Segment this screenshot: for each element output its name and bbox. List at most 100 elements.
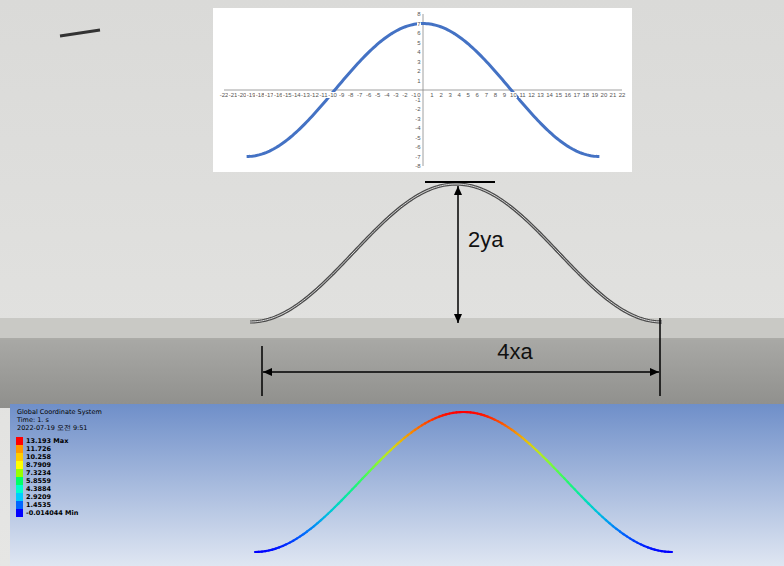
axis-tick-label: 7 [484,92,488,98]
legend-swatch [16,501,23,509]
axis-tick-label: 0 [417,92,421,98]
axis-tick-label: 3 [417,59,421,65]
legend-swatch [16,509,23,517]
legend-swatch [16,477,23,485]
axis-tick-label: 21 [609,92,617,98]
axis-tick-label: -3 [393,92,399,98]
axis-tick-label: -5 [375,92,381,98]
axis-tick-label: 8 [493,92,497,98]
axis-tick-label: 1 [417,78,421,84]
legend-value: 10.258 [26,454,51,461]
axis-tick-label: 13 [537,92,545,98]
legend-row: 10.258 [16,453,78,461]
legend-row: 8.7909 [16,461,78,469]
arrow-head [650,368,659,376]
fea-panel [10,404,784,566]
dimension-line [457,186,459,323]
axis-tick-label: -5 [415,135,421,141]
legend-row: 2.9209 [16,493,78,501]
fea-result [255,412,672,552]
axis-tick-label: 12 [528,92,536,98]
dimension-line [261,346,263,396]
legend-row: 4.3884 [16,485,78,493]
axis-tick-label: 6 [475,92,479,98]
axis-tick-label: -9 [338,92,344,98]
axis-tick-label: -4 [384,92,390,98]
legend-row: 1.4535 [16,501,78,509]
legend-swatch [16,493,23,501]
axis-tick-label: 8 [417,11,421,17]
axis-tick-label: -12 [310,92,320,98]
legend-row: 11.726 [16,445,78,453]
legend-value: 1.4535 [26,502,51,509]
table-edge [0,338,784,408]
legend-value: 11.726 [26,446,51,453]
arrow-head [454,186,462,195]
axis-tick-label: 14 [546,92,554,98]
axis-tick-label: 3 [448,92,452,98]
strip-highlight [250,184,662,322]
axis-tick-label: -6 [366,92,372,98]
legend-row: 13.193 Max [16,437,78,445]
dimension-label: 2ya [468,229,503,251]
legend-swatch [16,453,23,461]
axis-tick-label: 10 [510,92,518,98]
y-axis [423,14,424,166]
axis-tick-label: 7 [417,21,421,27]
legend-swatch [16,437,23,445]
axis-tick-label: -10 [328,92,338,98]
ruler-strip [0,318,784,340]
axis-tick-label: -2 [415,106,421,112]
legend-swatch [16,461,23,469]
bent-strip-photo [250,182,662,396]
axis-tick-label: -7 [357,92,363,98]
axis-tick-label: 6 [417,30,421,36]
axis-tick-label: 18 [582,92,590,98]
axis-tick-label: 9 [502,92,506,98]
fea-header: Time: 1. s [17,417,49,424]
legend-value: 13.193 Max [26,438,68,445]
axis-tick-label: -7 [415,154,421,160]
axis-tick-label: 4 [457,92,461,98]
legend-row: -0.014044 Min [16,509,78,517]
dimension-line [659,318,661,396]
axis-tick-label: 2 [439,92,443,98]
fea-header: Global Coordinate System [17,409,102,416]
axis-tick-label: 5 [466,92,470,98]
axis-tick-label: 5 [417,40,421,46]
dimension-label: 4xa [497,341,532,363]
axis-tick-label: -6 [415,144,421,150]
axis-tick-label: -8 [415,163,421,169]
dimension-line [263,371,659,373]
legend-value: 2.9209 [26,494,51,501]
legend-row: 7.3234 [16,469,78,477]
arrow-head [263,368,272,376]
fea-legend: 13.193 Max11.72610.2588.79097.32345.8559… [16,437,78,517]
legend-value: 4.3884 [26,486,51,493]
legend-row: 5.8559 [16,477,78,485]
legend-swatch [16,485,23,493]
legend-value: 8.7909 [26,462,51,469]
axis-tick-label: 19 [591,92,599,98]
axis-tick-label: -3 [415,116,421,122]
deformed-strip [669,551,672,553]
wall-mark [60,30,100,36]
chart-panel [213,8,632,172]
axis-tick-label: 22 [618,92,626,98]
legend-swatch [16,469,23,477]
arrow-head [454,314,462,323]
axis-tick-label: 17 [573,92,581,98]
axis-tick-label: 20 [600,92,608,98]
axis-tick-label: 1 [430,92,434,98]
axis-tick-label: -8 [347,92,353,98]
ruler-edge [0,339,784,340]
fea-header: 2022-07-19 오전 9:51 [17,425,88,432]
axis-tick-label: 16 [564,92,572,98]
axis-tick-label: 15 [555,92,563,98]
axis-tick-label: 2 [417,68,421,74]
axis-tick-label: -4 [415,125,421,131]
axis-tick-label: 11 [519,92,526,98]
cosine-chart [224,14,622,166]
